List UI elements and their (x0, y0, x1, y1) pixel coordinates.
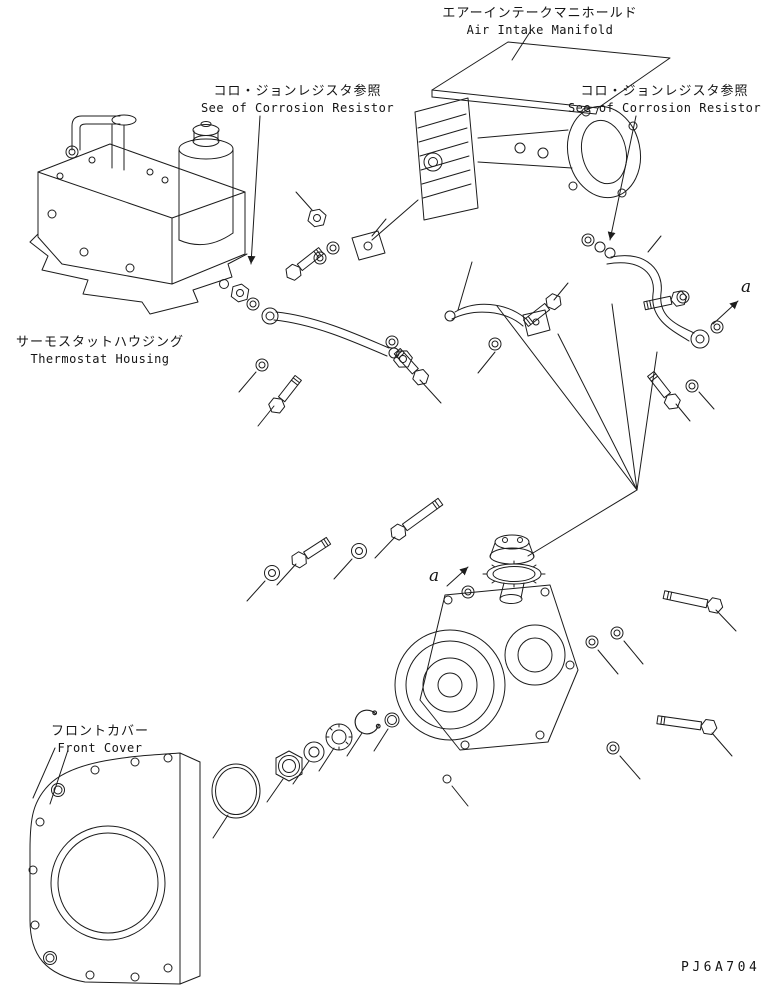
center-bracket-drawing (444, 303, 551, 351)
label-leader-arrows (247, 115, 739, 587)
thermostat-housing-drawing (29, 114, 248, 315)
air-compressor-drawing (394, 534, 579, 784)
corrosion-resistor-right-label: コロ・ジョンレジスタ参照 See of Corrosion Resistor (556, 80, 773, 115)
air-intake-manifold-label: エアーインテークマニホールド Air Intake Manifold (430, 2, 650, 37)
thermostat-housing-label: サーモスタットハウジング Thermostat Housing (10, 331, 190, 366)
fastener-set-upper (265, 206, 699, 417)
corrosion-resistor-right-label-jp: コロ・ジョンレジスタ参照 (580, 84, 749, 99)
gear-parts-row-drawing (211, 706, 400, 819)
view-marker-a-right: a (741, 277, 752, 297)
front-cover-label-jp: フロントカバー (50, 724, 149, 739)
corrosion-resistor-left-label: コロ・ジョンレジスタ参照 See of Corrosion Resistor (185, 80, 410, 115)
corrosion-resistor-left-label-jp: コロ・ジョンレジスタ参照 (213, 84, 382, 99)
corrosion-resistor-left-label-en: See of Corrosion Resistor (200, 101, 395, 115)
front-cover-label-en: Front Cover (57, 741, 143, 755)
front-cover-label: フロントカバー Front Cover (40, 720, 160, 755)
fastener-set-compressor (264, 495, 725, 755)
leader-lines (32, 31, 737, 839)
thermostat-housing-label-jp: サーモスタットハウジング (15, 335, 184, 350)
drawing-number: PJ6A704 (681, 960, 761, 975)
air-intake-manifold-label-en: Air Intake Manifold (466, 23, 614, 37)
thermostat-housing-label-en: Thermostat Housing (30, 352, 170, 366)
right-corrosion-pipe-drawing (581, 233, 724, 349)
left-pipe-assembly-drawing (230, 282, 415, 372)
corrosion-resistor-right-label-en: See of Corrosion Resistor (567, 101, 762, 115)
front-cover-drawing (28, 752, 201, 985)
view-marker-a-center: a (429, 566, 440, 586)
air-intake-manifold-label-jp: エアーインテークマニホールド (442, 6, 638, 21)
air-intake-manifold-drawing (414, 41, 671, 221)
